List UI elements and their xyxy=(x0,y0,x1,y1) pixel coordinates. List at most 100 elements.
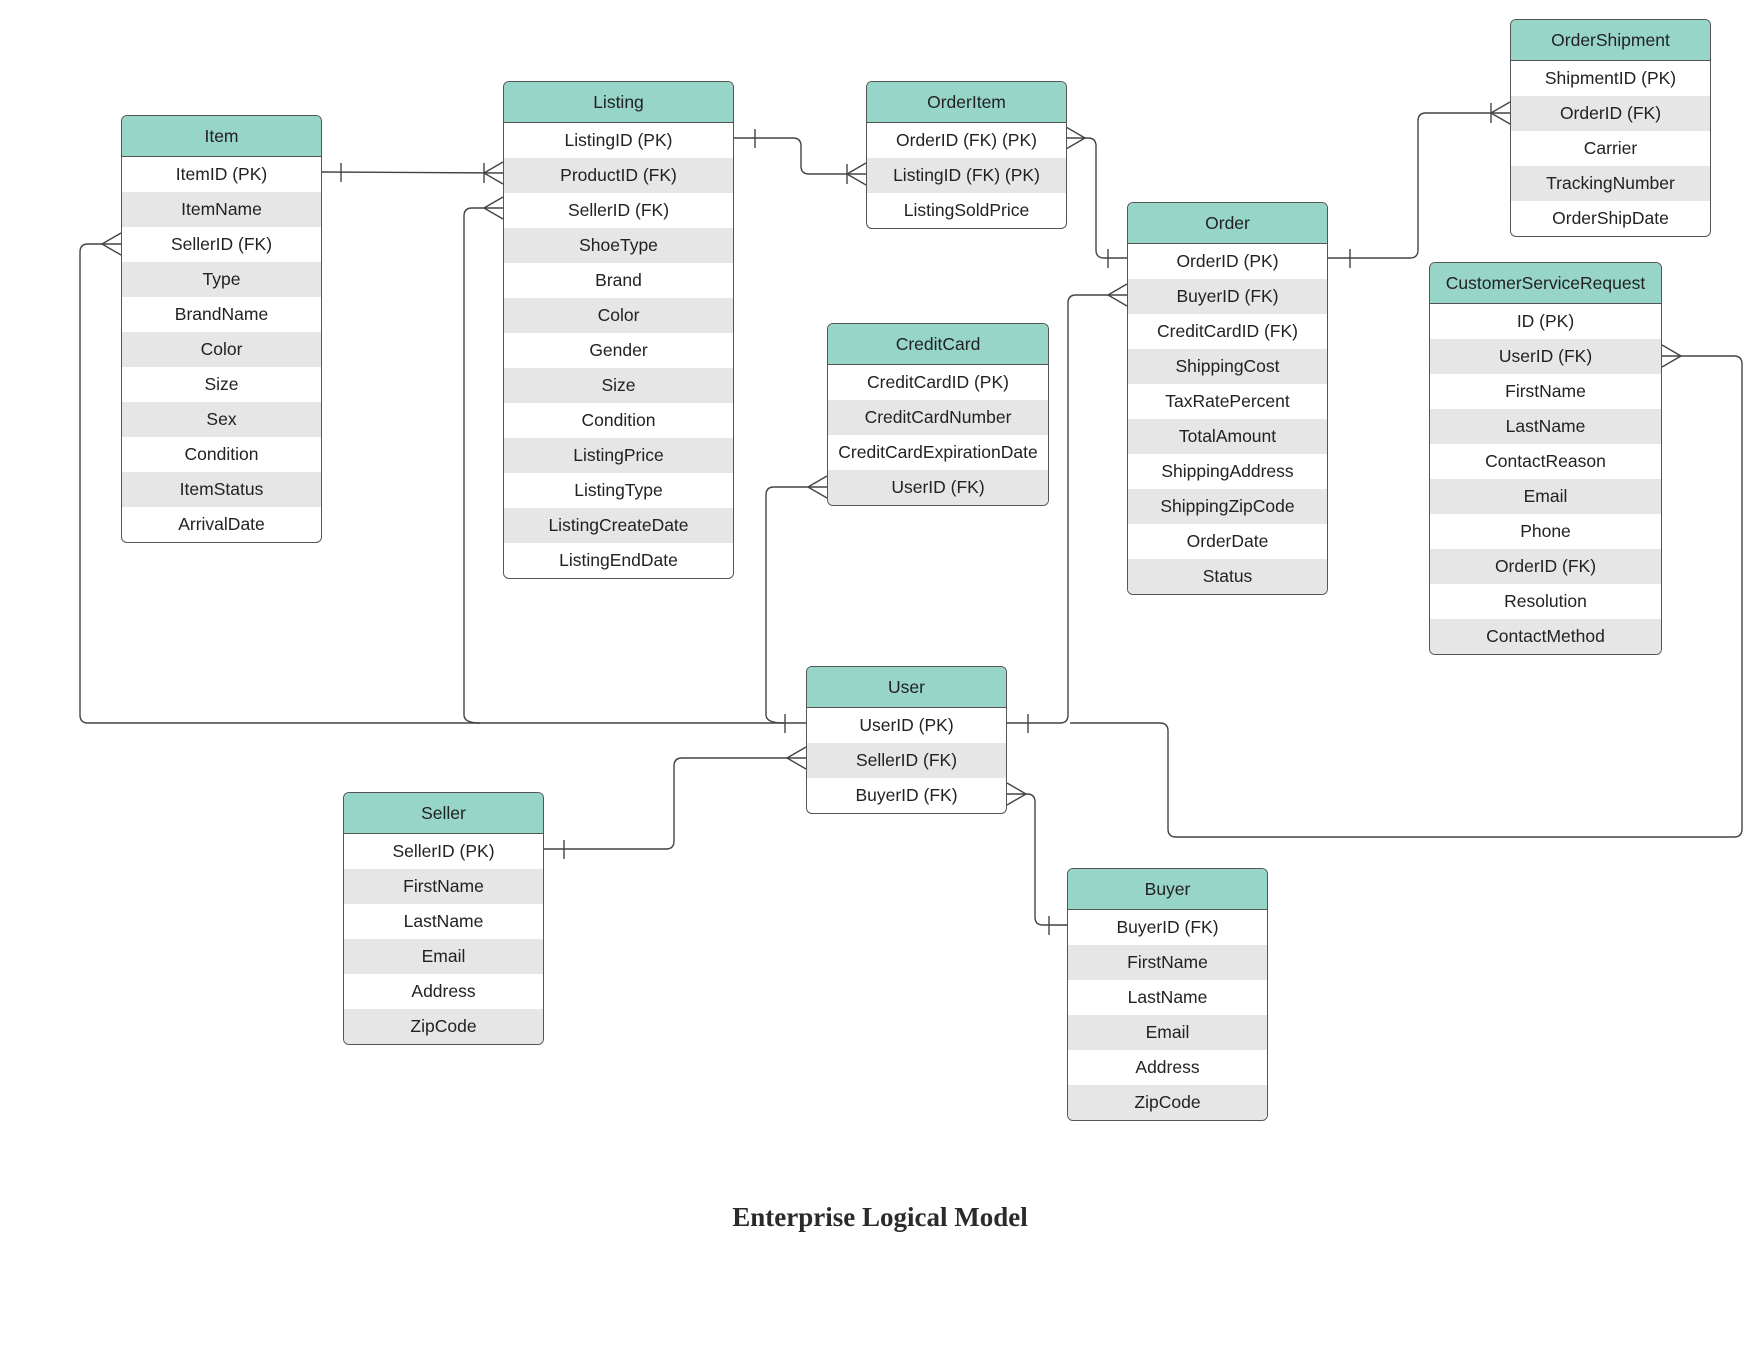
entity-field: BrandName xyxy=(174,304,269,324)
entity-field: Condition xyxy=(581,410,656,430)
entity-header: CreditCard xyxy=(828,324,1048,365)
entity-field: ContactMethod xyxy=(1430,619,1661,654)
entity-seller: Seller SellerID (PK) FirstName LastName … xyxy=(343,792,544,1045)
entity-header: User xyxy=(807,667,1006,708)
entity-header: Listing xyxy=(504,82,733,123)
connector-seller-user xyxy=(544,757,806,850)
entity-fields: OrderID (FK) (PK) ListingID (FK) (PK) Li… xyxy=(867,123,1066,228)
entity-field: Color xyxy=(504,298,733,333)
connector-user-listing xyxy=(463,207,503,724)
entity-field: ProductID (FK) xyxy=(504,158,733,193)
entity-header: Buyer xyxy=(1068,869,1267,910)
entity-header: Seller xyxy=(344,793,543,834)
entity-field: Type xyxy=(122,262,321,297)
entity-field: UserID (PK) xyxy=(859,715,954,735)
many-mark-user-seller xyxy=(786,746,807,770)
entity-field: OrderID (FK) xyxy=(1511,96,1710,131)
entity-customerservicerequest: CustomerServiceRequest ID (PK) UserID (F… xyxy=(1429,262,1662,655)
entity-orderitem: OrderItem OrderID (FK) (PK) ListingID (F… xyxy=(866,81,1067,229)
entity-field: BuyerID (FK) xyxy=(855,785,958,805)
entity-field: Phone xyxy=(1520,521,1571,541)
entity-fields: ItemID (PK) ItemName SellerID (FK) Type … xyxy=(122,157,321,542)
many-mark-listing-product xyxy=(483,161,504,185)
entity-field: OrderShipDate xyxy=(1552,208,1669,228)
entity-field: ShipmentID (PK) xyxy=(1544,68,1677,88)
connector-user-csr xyxy=(1070,355,1743,838)
entity-header: Item xyxy=(122,116,321,157)
many-mark-item-seller xyxy=(101,232,122,256)
entity-field: Carrier xyxy=(1583,138,1638,158)
entity-field: ShippingAddress xyxy=(1161,461,1294,481)
many-mark-creditcard xyxy=(807,475,828,499)
entity-listing: Listing ListingID (PK) ProductID (FK) Se… xyxy=(503,81,734,579)
entity-field: ID (PK) xyxy=(1516,311,1575,331)
connector-user-item xyxy=(79,243,806,724)
entity-field: ListingSoldPrice xyxy=(903,200,1030,220)
entity-field: Address xyxy=(411,981,476,1001)
entity-order: Order OrderID (PK) BuyerID (FK) CreditCa… xyxy=(1127,202,1328,595)
entity-field: Brand xyxy=(595,270,642,290)
entity-field: Color xyxy=(122,332,321,367)
entity-fields: OrderID (PK) BuyerID (FK) CreditCardID (… xyxy=(1128,244,1327,594)
entity-field: OrderDate xyxy=(1186,531,1269,551)
entity-creditcard: CreditCard CreditCardID (PK) CreditCardN… xyxy=(827,323,1049,506)
entity-field: ZipCode xyxy=(344,1009,543,1044)
entity-field: SellerID (FK) xyxy=(807,743,1006,778)
entity-field: FirstName xyxy=(344,869,543,904)
entity-field: TotalAmount xyxy=(1128,419,1327,454)
entity-field: SellerID (FK) xyxy=(567,200,670,220)
entity-field: Email xyxy=(1430,479,1661,514)
entity-field: Address xyxy=(1135,1057,1200,1077)
entity-header: CustomerServiceRequest xyxy=(1430,263,1661,304)
entity-fields: UserID (PK) SellerID (FK) BuyerID (FK) xyxy=(807,708,1006,813)
entity-field: ItemName xyxy=(122,192,321,227)
entity-item: Item ItemID (PK) ItemName SellerID (FK) … xyxy=(121,115,322,543)
connector-item-listing xyxy=(321,171,504,174)
entity-field: ListingPrice xyxy=(504,438,733,473)
entity-field: ListingEndDate xyxy=(559,550,678,570)
entity-field: SellerID (FK) xyxy=(170,234,273,254)
many-mark-order-buyer xyxy=(1107,283,1128,307)
entity-field: ShoeType xyxy=(504,228,733,263)
entity-field: CreditCardID (FK) xyxy=(1157,321,1298,341)
entity-fields: BuyerID (FK) FirstName LastName Email Ad… xyxy=(1068,910,1267,1120)
entity-fields: ShipmentID (PK) OrderID (FK) Carrier Tra… xyxy=(1511,61,1710,236)
entity-field: LastName xyxy=(1430,409,1661,444)
entity-field: ZipCode xyxy=(1068,1085,1267,1120)
entity-ordershipment: OrderShipment ShipmentID (PK) OrderID (F… xyxy=(1510,19,1711,237)
entity-field: UserID (FK) xyxy=(828,470,1048,505)
entity-field: OrderID (PK) xyxy=(1176,251,1279,271)
entity-field: ArrivalDate xyxy=(178,514,265,534)
connector-orderitem-order xyxy=(1066,137,1127,259)
connector-order-shipment xyxy=(1328,112,1510,259)
entity-field: ShippingCost xyxy=(1128,349,1327,384)
many-mark-shipment xyxy=(1490,101,1511,125)
many-mark-orderitem-order xyxy=(1065,126,1086,150)
entity-field: Email xyxy=(1068,1015,1267,1050)
entity-field: OrderID (FK) xyxy=(1430,549,1661,584)
entity-user: User UserID (PK) SellerID (FK) BuyerID (… xyxy=(806,666,1007,814)
entity-field: TrackingNumber xyxy=(1511,166,1710,201)
entity-field: ListingCreateDate xyxy=(504,508,733,543)
entity-field: ContactReason xyxy=(1485,451,1606,471)
entity-field: Condition xyxy=(184,444,259,464)
entity-field: CreditCardNumber xyxy=(828,400,1048,435)
entity-buyer: Buyer BuyerID (FK) FirstName LastName Em… xyxy=(1067,868,1268,1121)
entity-field: Sex xyxy=(122,402,321,437)
entity-fields: SellerID (PK) FirstName LastName Email A… xyxy=(344,834,543,1044)
entity-fields: CreditCardID (PK) CreditCardNumber Credi… xyxy=(828,365,1048,505)
many-mark-user-buyer xyxy=(1006,782,1027,806)
entity-field: BuyerID (FK) xyxy=(1116,917,1219,937)
entity-field: CreditCardExpirationDate xyxy=(838,442,1038,462)
entity-field: ListingID (PK) xyxy=(564,130,673,150)
many-mark-listing-seller xyxy=(483,196,504,220)
entity-field: TaxRatePercent xyxy=(1165,391,1290,411)
entity-field: Size xyxy=(504,368,733,403)
entity-field: ListingType xyxy=(574,480,663,500)
entity-field: FirstName xyxy=(1068,945,1267,980)
entity-fields: ID (PK) UserID (FK) FirstName LastName C… xyxy=(1430,304,1661,654)
entity-field: ItemStatus xyxy=(122,472,321,507)
entity-field: LastName xyxy=(1127,987,1208,1007)
many-mark-csr xyxy=(1661,344,1682,368)
